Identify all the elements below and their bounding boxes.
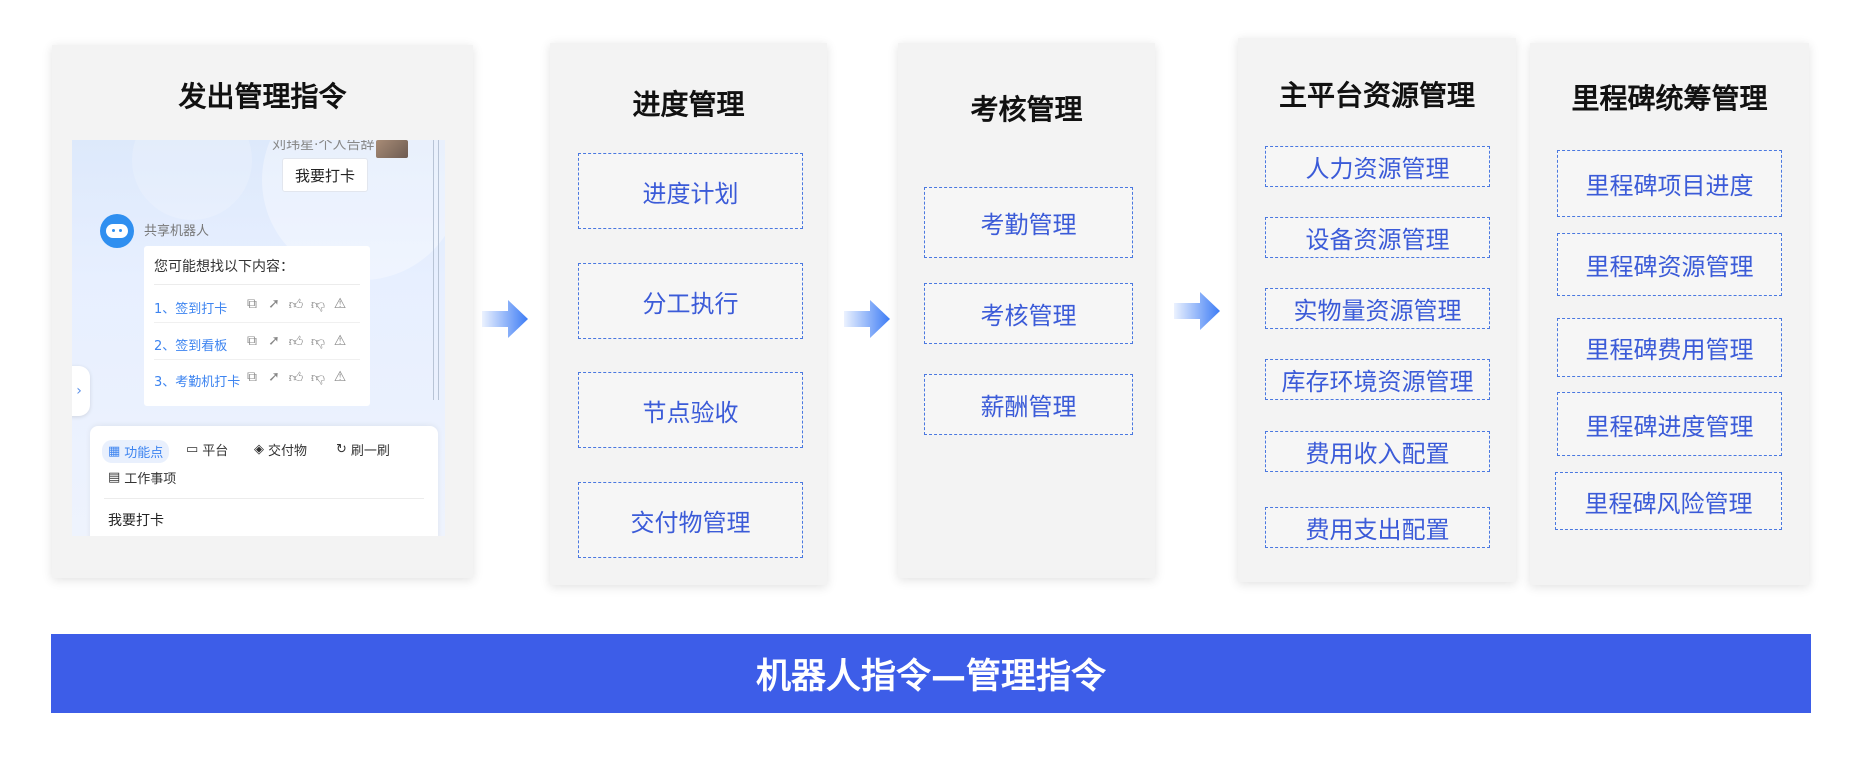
grid-icon: ▦ [108, 444, 121, 459]
tool-work-items[interactable]: ▤工作事项 [108, 470, 177, 487]
expand-tab-chevron-right-icon[interactable]: › [72, 366, 90, 416]
user-name: 刘玮星·个人告辞 [272, 140, 375, 153]
copy-icon[interactable]: ⧉ [247, 369, 257, 385]
arrow-right-icon [844, 300, 890, 338]
item-attendance-management: 考勤管理 [924, 187, 1133, 258]
item-physical-quantity-resource: 实物量资源管理 [1265, 288, 1490, 329]
option-actions: ⧉ ➚ 👍︎ 👎︎ ⚠ [244, 333, 348, 350]
item-node-acceptance: 节点验收 [578, 372, 803, 448]
panel-title: 里程碑统筹管理 [1571, 82, 1768, 115]
bg-decoration [132, 140, 252, 220]
item-division-execution: 分工执行 [578, 263, 803, 339]
scrollbar[interactable] [433, 140, 439, 400]
panel-progress-management: 进度管理 进度计划 分工执行 节点验收 交付物管理 [550, 43, 827, 585]
send-icon[interactable]: ➚ [268, 369, 280, 385]
window-icon: ▭ [186, 442, 199, 457]
thumbs-down-icon[interactable]: 👎︎ [310, 370, 326, 386]
panel-assessment-management: 考核管理 考勤管理 考核管理 薪酬管理 [898, 43, 1155, 578]
item-progress-plan: 进度计划 [578, 153, 803, 229]
item-milestone-resource: 里程碑资源管理 [1557, 233, 1782, 296]
chat-window: 刘玮星·个人告辞 我要打卡 共享机器人 您可能想找以下内容： 1、签到打卡 ⧉ ➚… [72, 140, 445, 536]
panel-milestone-management: 里程碑统筹管理 里程碑项目进度 里程碑资源管理 里程碑费用管理 里程碑进度管理 … [1530, 43, 1809, 585]
copy-icon[interactable]: ⧉ [247, 333, 257, 349]
tool-feature-point[interactable]: ▦功能点 [102, 440, 170, 463]
item-revenue-config: 费用收入配置 [1265, 431, 1490, 472]
tool-platform[interactable]: ▭平台 [186, 442, 229, 459]
chat-input[interactable]: 我要打卡 [108, 513, 164, 529]
refresh-icon: ↻ [336, 442, 347, 457]
item-equipment-resource: 设备资源管理 [1265, 217, 1490, 258]
thumbs-up-icon[interactable]: 👍︎ [288, 334, 304, 350]
option-link[interactable]: 2、签到看板 [154, 339, 228, 354]
panel-title: 进度管理 [632, 88, 745, 121]
thumbs-down-icon[interactable]: 👎︎ [310, 297, 326, 313]
item-assessment-management: 考核管理 [924, 283, 1133, 344]
footer-banner: 机器人指令—管理指令 [51, 634, 1811, 713]
item-milestone-cost: 里程碑费用管理 [1557, 318, 1782, 377]
send-icon[interactable]: ➚ [268, 296, 280, 312]
send-icon[interactable]: ➚ [268, 333, 280, 349]
user-message: 我要打卡 [282, 158, 368, 192]
thumbs-up-icon[interactable]: 👍︎ [288, 297, 304, 313]
option-actions: ⧉ ➚ 👍︎ 👎︎ ⚠ [244, 296, 348, 313]
user-avatar [376, 140, 408, 158]
warning-icon[interactable]: ⚠ [333, 296, 347, 312]
layers-icon: ◈ [254, 442, 264, 457]
copy-icon[interactable]: ⧉ [247, 296, 257, 312]
item-inventory-environment-resource: 库存环境资源管理 [1265, 359, 1490, 400]
arrow-right-icon [1174, 292, 1220, 330]
item-deliverable-management: 交付物管理 [578, 482, 803, 558]
item-salary-management: 薪酬管理 [924, 374, 1133, 435]
warning-icon[interactable]: ⚠ [333, 333, 347, 349]
chat-input-area: ▦功能点 ▭平台 ◈交付物 ↻刷一刷 ▤工作事项 我要打卡 [90, 426, 438, 536]
bot-reply-card: 您可能想找以下内容： 1、签到打卡 ⧉ ➚ 👍︎ 👎︎ ⚠ 2、签到看板 ⧉ ➚ 👍︎ 👎︎ ⚠… [144, 246, 370, 406]
panel-title: 发出管理指令 [178, 80, 347, 113]
tool-refresh[interactable]: ↻刷一刷 [336, 442, 390, 459]
item-expense-config: 费用支出配置 [1265, 507, 1490, 548]
item-milestone-progress: 里程碑进度管理 [1557, 392, 1782, 456]
thumbs-up-icon[interactable]: 👍︎ [288, 370, 304, 386]
list-icon: ▤ [108, 470, 121, 485]
item-milestone-risk: 里程碑风险管理 [1555, 472, 1782, 530]
panel-title: 主平台资源管理 [1278, 79, 1475, 112]
bot-name: 共享机器人 [144, 224, 210, 239]
panel-title: 考核管理 [970, 93, 1083, 126]
option-link[interactable]: 3、考勤机打卡 [154, 375, 241, 390]
warning-icon[interactable]: ⚠ [333, 369, 347, 385]
option-actions: ⧉ ➚ 👍︎ 👎︎ ⚠ [244, 369, 348, 386]
bot-intro: 您可能想找以下内容： [154, 259, 294, 275]
thumbs-down-icon[interactable]: 👎︎ [310, 334, 326, 350]
tool-deliverable[interactable]: ◈交付物 [254, 442, 308, 459]
panel-platform-resource-management: 主平台资源管理 人力资源管理 设备资源管理 实物量资源管理 库存环境资源管理 费… [1238, 38, 1516, 582]
arrow-right-icon [482, 300, 528, 338]
item-milestone-project-progress: 里程碑项目进度 [1557, 150, 1782, 217]
option-link[interactable]: 1、签到打卡 [154, 302, 228, 317]
bot-avatar-icon [100, 214, 134, 248]
item-hr-resource: 人力资源管理 [1265, 146, 1490, 187]
